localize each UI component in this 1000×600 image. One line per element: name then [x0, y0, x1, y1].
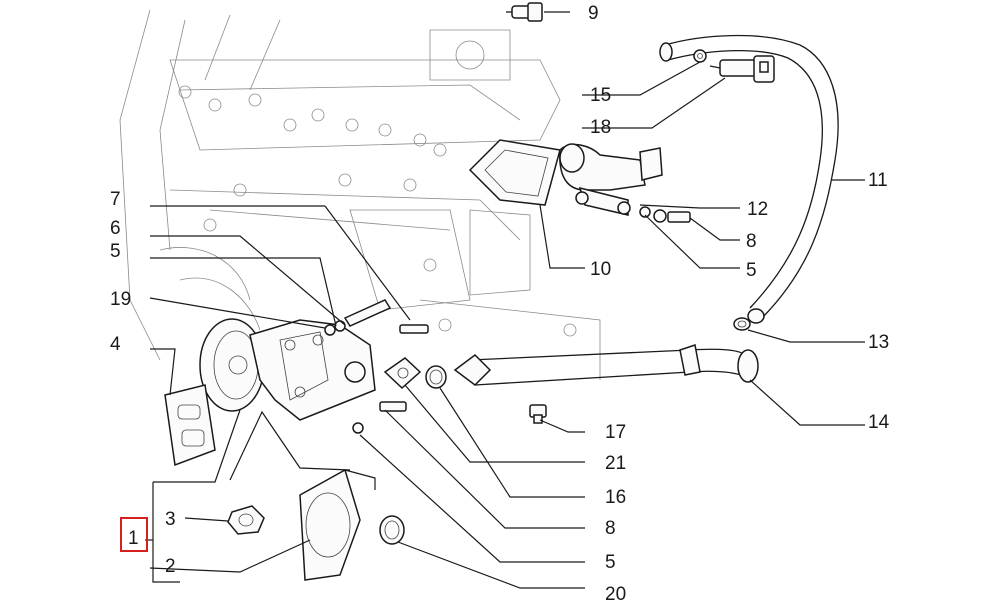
stud-7	[399, 324, 429, 334]
callout-16: 16	[605, 487, 626, 508]
washer-5-bottom	[352, 422, 364, 434]
callout-12: 12	[747, 199, 768, 220]
callout-9: 9	[588, 3, 599, 24]
bolt-19	[324, 299, 392, 336]
callout-7: 7	[110, 189, 121, 210]
oring-16	[425, 365, 447, 389]
callout-8-top: 8	[746, 231, 757, 252]
clamp-13	[733, 317, 751, 331]
callout-5-bottom: 5	[605, 552, 616, 573]
callout-15: 15	[590, 85, 611, 106]
callout-21: 21	[605, 453, 626, 474]
callout-5-right: 5	[746, 260, 757, 281]
callout-1: 1	[128, 528, 139, 549]
gasket-2	[299, 468, 361, 581]
hose-11	[659, 34, 839, 324]
pipe-14	[453, 344, 759, 386]
callout-labels: 9 15 18 11 7 12 6 8 5 5 10 19 4 13 14 17…	[110, 3, 890, 600]
callout-18: 18	[590, 117, 611, 138]
bolt-8-bottom	[379, 401, 407, 412]
bolt-8-top	[639, 206, 691, 223]
plug-17	[529, 404, 547, 424]
callout-11: 11	[868, 170, 888, 191]
sensor-18	[709, 55, 775, 83]
callout-14: 14	[868, 412, 890, 433]
callout-1-highlight-box	[120, 517, 148, 552]
callout-17: 17	[605, 422, 626, 443]
leader-lines	[145, 11, 865, 589]
callout-10: 10	[590, 259, 611, 280]
callout-3: 3	[165, 509, 176, 530]
nut-3	[227, 505, 265, 535]
gasket-4	[164, 384, 216, 467]
callout-19: 19	[110, 289, 131, 310]
washer-15	[693, 49, 707, 63]
sensor-9	[506, 2, 543, 22]
callout-13: 13	[868, 332, 889, 353]
callout-2: 2	[165, 556, 176, 577]
callout-4: 4	[110, 334, 121, 355]
oring-20	[379, 515, 405, 545]
callout-20: 20	[605, 584, 626, 600]
engine-block-outline	[119, 9, 601, 380]
gasket-21	[383, 357, 422, 390]
outlet-housing-10	[468, 139, 663, 216]
water-pump-assembly	[199, 318, 376, 421]
callout-8-bottom: 8	[605, 518, 616, 539]
callout-6: 6	[110, 218, 121, 239]
callout-5-left: 5	[110, 241, 121, 262]
